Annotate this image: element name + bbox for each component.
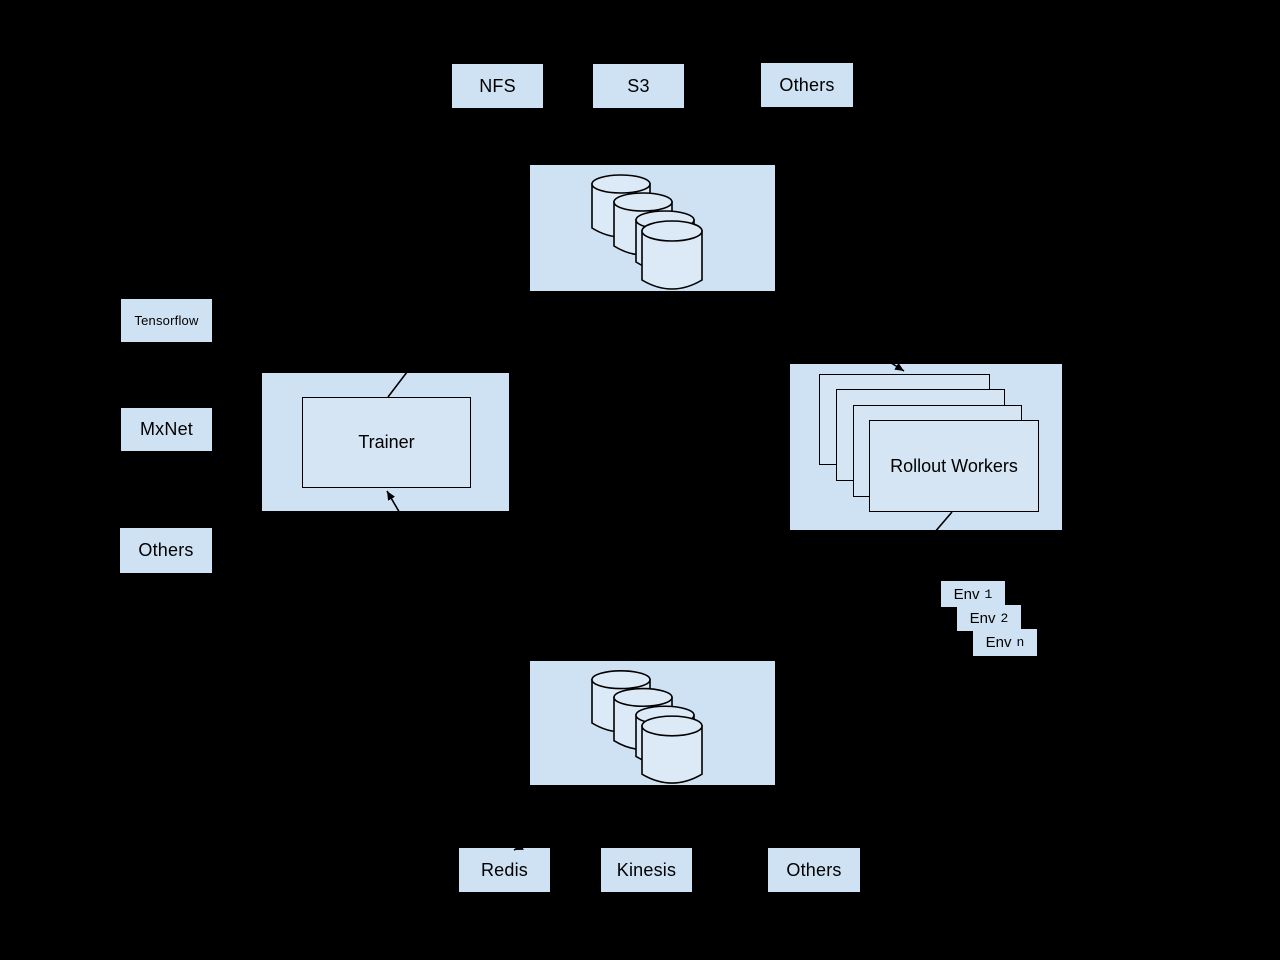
arrow-rollout-workers-to-bottom-database <box>844 511 953 638</box>
others-bottom-box: Others <box>768 848 860 892</box>
database-cylinders-icon <box>591 174 703 290</box>
env-index: n <box>1016 635 1025 650</box>
s3-box: S3 <box>593 64 684 108</box>
rollout-workers-container: Rollout Workers <box>790 364 1062 530</box>
env-label: Env <box>985 634 1012 651</box>
tensorflow-box: Tensorflow <box>121 299 212 342</box>
kinesis-box: Kinesis <box>601 848 692 892</box>
env-index: 2 <box>1000 610 1009 626</box>
arrow-bottom-database-to-trainer <box>386 490 487 662</box>
others-top-box: Others <box>761 63 853 107</box>
rollout-workers-box: Rollout Workers <box>869 420 1039 512</box>
mxnet-box: MxNet <box>121 408 212 451</box>
others-left-box: Others <box>120 528 212 573</box>
arrow-top-database-to-rollout-workers <box>777 291 905 372</box>
env-label: Env <box>953 585 980 603</box>
arrow-bottom-database-to-redis <box>513 791 641 851</box>
redis-box: Redis <box>459 848 550 892</box>
trainer-box: Trainer <box>302 397 471 488</box>
nfs-box: NFS <box>452 64 543 108</box>
env-index: 1 <box>984 586 993 602</box>
bottom-database-panel <box>530 661 775 785</box>
trainer-container: Trainer <box>262 373 509 511</box>
top-database-panel <box>530 165 775 291</box>
database-cylinders-icon <box>591 670 703 784</box>
env-label: Env <box>969 609 996 627</box>
